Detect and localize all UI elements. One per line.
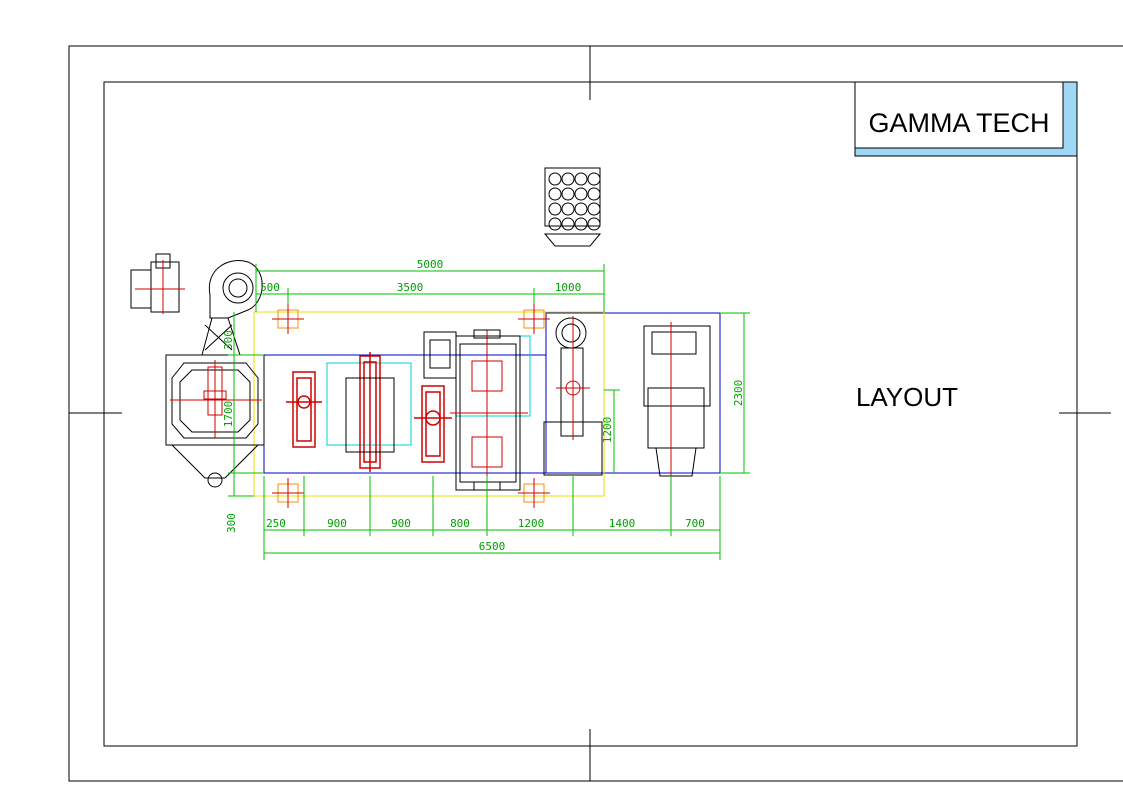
dust-collector — [543, 167, 602, 247]
support-feet — [272, 304, 550, 508]
dimension-texts: 5000 3500 500 1000 300 1700 300 2300 120… — [222, 258, 745, 553]
dim-top-right: 1000 — [555, 281, 582, 294]
dim-top-left-small: 500 — [260, 281, 280, 294]
blower-inlet — [222, 272, 254, 304]
sheet-frame — [68, 45, 1123, 782]
dim-bottom-overall: 6500 — [479, 540, 506, 553]
dim-bottom-seg-1: 250 — [266, 517, 286, 530]
title-block-box — [854, 81, 1064, 149]
roller-stand-2 — [345, 352, 395, 472]
dim-bottom-seg-3: 900 — [391, 517, 411, 530]
cyan-box-right — [455, 335, 531, 417]
dim-bottom-seg-5: 1200 — [518, 517, 545, 530]
dim-bottom-seg-2: 900 — [327, 517, 347, 530]
hydraulic-press — [643, 322, 711, 478]
dimension-lines — [228, 264, 750, 560]
dim-left-small: 300 — [222, 330, 235, 350]
dim-left-main: 1700 — [222, 401, 235, 428]
sheet-label: LAYOUT — [856, 382, 958, 412]
title-block: GAMMA TECH — [854, 81, 1078, 157]
cyclone-cone — [170, 444, 260, 479]
press-area-outline — [545, 312, 721, 474]
cyclone-unit — [165, 354, 265, 488]
dim-right-overall: 2300 — [732, 380, 745, 407]
blower — [201, 260, 263, 356]
vertical-press — [543, 316, 603, 476]
roller-stand-3 — [414, 385, 452, 463]
dim-right-inner: 1200 — [601, 417, 614, 444]
dim-bottom-seg-6: 1400 — [609, 517, 636, 530]
blower-housing — [208, 260, 263, 319]
dim-top-overall: 5000 — [417, 258, 444, 271]
yellow-envelope — [253, 311, 605, 497]
motor-unit — [130, 253, 185, 314]
dim-bottom-seg-7: 700 — [685, 517, 705, 530]
dim-bottom-seg-4: 800 — [450, 517, 470, 530]
envelope-outline — [253, 311, 605, 497]
dust-collector-hopper — [543, 233, 602, 247]
dim-top-mid: 3500 — [397, 281, 424, 294]
dim-bottom-left: 300 — [225, 513, 238, 533]
roller-stand-1 — [286, 371, 322, 448]
cyan-box-left — [326, 362, 412, 446]
company-name: GAMMA TECH — [868, 108, 1049, 138]
gear-unit — [423, 329, 528, 495]
dust-collector-body — [544, 167, 601, 227]
